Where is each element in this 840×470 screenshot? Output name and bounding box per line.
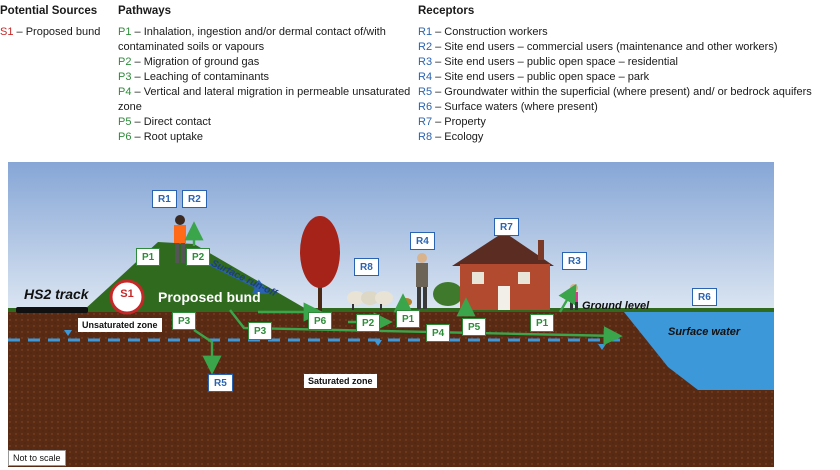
ground-level-label: Ground level (582, 300, 650, 312)
pathway-text: – Leaching of contaminants (131, 71, 270, 83)
saturated-zone-label: Saturated zone (304, 374, 377, 388)
receptor-code: R5 (418, 86, 433, 98)
pathway-code: P2 (118, 56, 132, 68)
receptor-text: – Groundwater within the superficial (wh… (432, 86, 812, 98)
pathway-tag-p3-left: P3 (248, 322, 273, 340)
source-s1-label: S1 (120, 288, 134, 300)
pathways-column: Pathways P1 – Inhalation, ingestion and/… (118, 4, 418, 145)
pathway-tag-p2-ground: P2 (356, 314, 381, 332)
pathway-text: – Vertical and lateral migration in perm… (118, 86, 411, 113)
p1-house-arrow (558, 283, 577, 313)
source-s1-badge (109, 279, 145, 315)
pathway-code: P3 (118, 71, 132, 83)
pathway-code: P6 (118, 131, 132, 143)
receptor-code: R7 (418, 116, 433, 128)
receptor-tag-r7: R7 (494, 218, 519, 236)
water-table-marker-icon (598, 344, 606, 350)
pathway-item: P2 – Migration of ground gas (118, 55, 418, 70)
receptor-tag-r1: R1 (152, 190, 177, 208)
receptor-text: – Site end users – commercial users (mai… (432, 41, 778, 53)
construction-worker-icon (174, 215, 186, 263)
receptor-item: R7 – Property (418, 115, 838, 130)
water-table-marker-icon (374, 340, 382, 346)
hs2-track-label: HS2 track (24, 286, 89, 302)
unsaturated-zone-label: Unsaturated zone (78, 318, 162, 332)
receptor-text: – Construction workers (432, 26, 548, 38)
p4-lateral-arrow (229, 309, 623, 346)
conceptual-site-model: HS2 track S1 Proposed bund Surface run-o… (8, 162, 774, 467)
pathway-tag-p1-house: P1 (530, 314, 555, 332)
pathway-tag-p2-bund: P2 (186, 248, 211, 266)
red-tree-icon (300, 216, 340, 288)
receptor-code: R8 (418, 131, 433, 143)
receptor-tag-r6: R6 (692, 288, 717, 306)
receptor-code: R2 (418, 41, 433, 53)
pathway-code: P5 (118, 116, 132, 128)
hs2-track-rail (16, 307, 88, 313)
pathway-tag-p1-park: P1 (396, 310, 421, 328)
grass-strip (8, 308, 774, 312)
park-person-icon (416, 253, 428, 309)
scale-note: Not to scale (8, 450, 66, 466)
scene-graphics (8, 162, 774, 467)
receptor-item: R8 – Ecology (418, 130, 838, 145)
sheep-icon (347, 291, 393, 310)
receptor-tag-r8: R8 (354, 258, 379, 276)
sources-column: Potential Sources S1 – Proposed bund (0, 4, 110, 40)
pathways-heading: Pathways (118, 5, 172, 17)
pathway-item: P3 – Leaching of contaminants (118, 70, 418, 85)
p3-leaching-arrow (193, 329, 222, 375)
pathway-item: P1 – Inhalation, ingestion and/or dermal… (118, 25, 418, 55)
receptors-heading: Receptors (418, 5, 475, 17)
pathway-tag-p5: P5 (462, 318, 487, 336)
source-code: S1 (0, 26, 14, 38)
pathway-text: – Root uptake (131, 131, 204, 143)
receptor-text: – Site end users – public open space – r… (432, 56, 678, 68)
receptors-column: Receptors R1 – Construction workers R2 –… (418, 4, 838, 145)
receptor-code: R1 (418, 26, 433, 38)
receptor-text: – Surface waters (where present) (432, 101, 598, 113)
receptor-tag-r4: R4 (410, 232, 435, 250)
receptor-item: R2 – Site end users – commercial users (… (418, 40, 838, 55)
receptor-text: – Site end users – public open space – p… (432, 71, 650, 83)
tree-trunk (318, 272, 322, 312)
pathway-code: P1 (118, 26, 132, 38)
receptor-item: R5 – Groundwater within the superficial … (418, 85, 838, 100)
pathway-tag-p1-bund: P1 (136, 248, 161, 266)
water-table-marker-icon (64, 330, 72, 336)
receptor-code: R6 (418, 101, 433, 113)
source-item: S1 – Proposed bund (0, 25, 110, 40)
receptor-text: – Property (432, 116, 486, 128)
pathway-item: P5 – Direct contact (118, 115, 418, 130)
pathway-text: – Direct contact (131, 116, 211, 128)
receptor-item: R6 – Surface waters (where present) (418, 100, 838, 115)
receptor-code: R4 (418, 71, 433, 83)
receptor-tag-r2: R2 (182, 190, 207, 208)
bush-icon (433, 282, 463, 306)
surface-water-body (624, 312, 774, 390)
receptor-text: – Ecology (432, 131, 484, 143)
pathway-code: P4 (118, 86, 132, 98)
pathway-item: P6 – Root uptake (118, 130, 418, 145)
surface-water-label: Surface water (668, 326, 741, 338)
receptor-code: R3 (418, 56, 433, 68)
receptor-item: R3 – Site end users – public open space … (418, 55, 838, 70)
receptor-item: R1 – Construction workers (418, 25, 838, 40)
pathway-item: P4 – Vertical and lateral migration in p… (118, 85, 418, 115)
receptor-tag-r3: R3 (562, 252, 587, 270)
receptor-tag-r5: R5 (208, 374, 233, 392)
source-text: – Proposed bund (13, 26, 101, 38)
pathway-text: – Migration of ground gas (131, 56, 260, 68)
pathway-text: – Inhalation, ingestion and/or dermal co… (118, 26, 386, 53)
pathway-tag-p3-ground: P3 (172, 312, 197, 330)
sources-heading: Potential Sources (0, 5, 98, 17)
pathway-tag-p4: P4 (426, 324, 451, 342)
pathway-tag-p6: P6 (308, 312, 333, 330)
bund-label: Proposed bund (158, 289, 261, 305)
receptor-item: R4 – Site end users – public open space … (418, 70, 838, 85)
